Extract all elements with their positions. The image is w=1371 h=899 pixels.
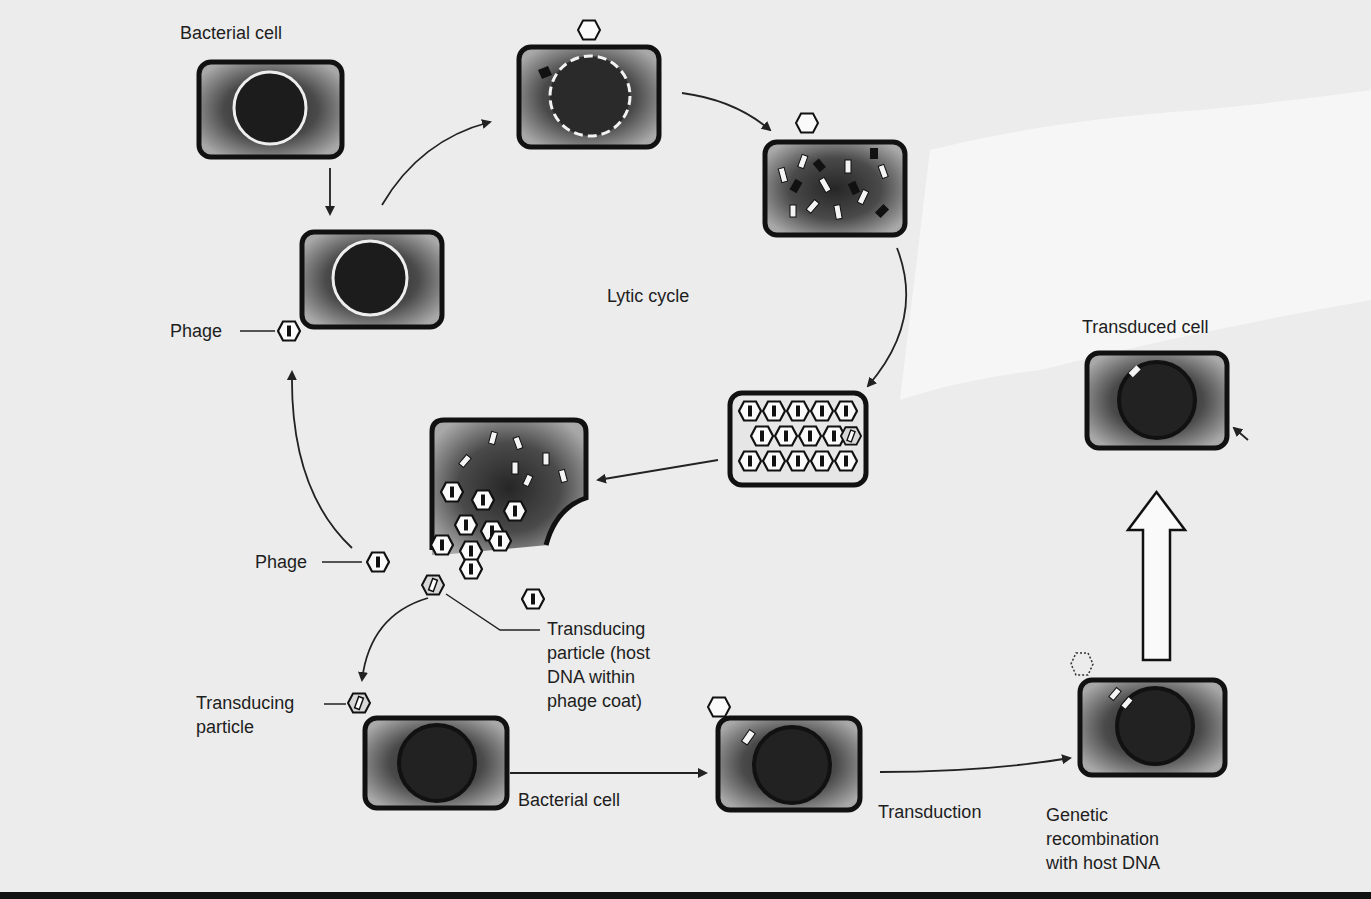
flow-arrow — [329, 168, 331, 214]
cell-wall — [365, 718, 507, 808]
donor-dna — [1109, 687, 1121, 700]
phage-parts — [790, 148, 890, 218]
flow-arrow — [598, 460, 718, 480]
transducing-particle-icon — [422, 576, 444, 595]
flow-arrow — [682, 93, 770, 130]
text-label: Transducing particle (host DNA within ph… — [547, 617, 672, 713]
lysed-cell — [367, 420, 586, 609]
phage-dna — [538, 66, 552, 79]
text-label: Bacterial cell — [518, 788, 620, 812]
text-label: Transducing particle — [196, 691, 316, 739]
recipient-cell — [348, 694, 507, 809]
donor-dna — [742, 730, 756, 745]
nucleoid — [399, 725, 475, 801]
flow-arrow — [868, 248, 906, 386]
broken-cell-wall — [432, 420, 586, 550]
cycle-arrows — [292, 93, 1248, 773]
flow-arrow — [362, 598, 428, 680]
fragmenting-dna — [550, 56, 630, 136]
empty-phage-coat — [708, 698, 730, 717]
cell-wall — [1087, 353, 1227, 448]
cell-contents — [432, 420, 586, 555]
transducing-particle-icon — [348, 694, 370, 713]
injected-cell — [519, 21, 659, 148]
flow-arrow — [382, 122, 490, 205]
cell-wall — [765, 142, 905, 235]
nucleoid — [333, 241, 407, 315]
hollow-arrow — [1128, 492, 1185, 660]
leader-line — [446, 594, 540, 630]
flow-arrow — [880, 758, 1070, 772]
flow-arrow — [292, 372, 352, 548]
flow-arrow — [1234, 428, 1248, 440]
donor-dna — [1121, 696, 1133, 709]
transduced-cell — [1087, 353, 1227, 448]
recombined-dna — [1129, 365, 1141, 377]
nucleoid — [1117, 688, 1193, 764]
text-label: Transduction — [878, 800, 981, 824]
text-label: Phage — [255, 550, 307, 574]
nucleoid — [234, 72, 306, 144]
dna-fragments — [459, 431, 568, 486]
phage-progeny — [739, 402, 861, 471]
flow-arrow — [510, 772, 706, 774]
assembled-cell — [730, 393, 866, 485]
phage-icon — [367, 553, 389, 572]
cell-wall — [199, 62, 342, 157]
dissolved-phage-coat — [1071, 653, 1093, 675]
cell-wall — [730, 393, 866, 485]
recombining-cell — [1071, 653, 1225, 775]
infected-cell — [278, 232, 442, 341]
bottom-rule — [0, 892, 1371, 899]
cell-wall — [1080, 680, 1225, 775]
leader-line — [322, 561, 362, 563]
cell-wall — [718, 718, 860, 810]
empty-phage-coat — [796, 114, 818, 133]
nucleoid — [754, 727, 830, 803]
cell-wall — [302, 232, 442, 327]
dna-fragments — [778, 154, 888, 219]
text-label: Genetic recombination with host DNA — [1046, 803, 1196, 875]
nucleoid — [1119, 362, 1195, 438]
phage-icon — [278, 322, 300, 341]
leader-lines — [240, 331, 540, 704]
empty-phage-coat — [578, 21, 600, 40]
text-label: Phage — [170, 319, 222, 343]
leader-line — [324, 703, 346, 705]
cell-wall — [519, 47, 659, 147]
text-label: Transduced cell — [1082, 315, 1208, 339]
leader-line — [240, 330, 275, 332]
replicating-cell — [765, 114, 905, 236]
text-label: Lytic cycle — [607, 284, 689, 308]
transduction-cell — [708, 698, 860, 811]
bacterial-cell — [199, 62, 342, 157]
released-phages — [431, 483, 544, 609]
text-label: Bacterial cell — [180, 21, 282, 45]
